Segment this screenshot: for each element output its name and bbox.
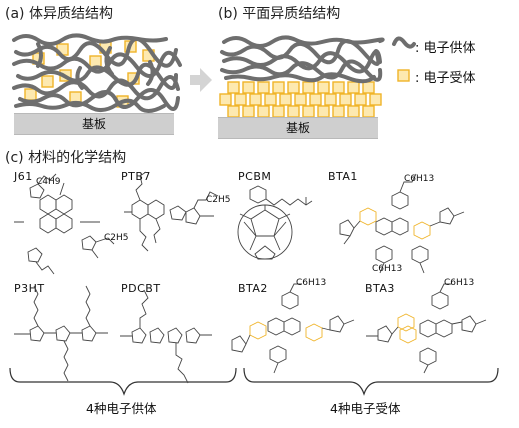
structure-pdcbt — [120, 289, 212, 384]
substituent-label: C6H13 — [404, 174, 435, 184]
molecule-label-ptb7: PTB7 — [121, 170, 151, 183]
structure-pcbm — [237, 185, 313, 260]
legend-donor-label: : 电子供体 — [415, 41, 476, 56]
bulk-polymer-chains — [12, 33, 182, 113]
substituent-label: C6H13 — [444, 278, 475, 288]
structure-p3ht — [14, 285, 108, 382]
planar-substrate: 基板 — [218, 117, 378, 139]
molecule-label-pcbm: PCBM — [238, 170, 272, 183]
molecule-label-pdcbt: PDCBT — [121, 282, 161, 295]
structure-bta1 — [339, 173, 465, 274]
arrow-icon — [190, 68, 212, 92]
panel-b-title: (b) 平面异质结结构 — [218, 6, 341, 22]
substituent-label: C6H13 — [372, 264, 403, 274]
substituent-label: C2H5 — [206, 195, 231, 205]
structure-ptb7 — [124, 171, 219, 252]
donor-brace — [9, 367, 237, 396]
molecule-label-bta1: BTA1 — [328, 170, 358, 183]
acceptor-group-label: 4种电子受体 — [330, 401, 401, 416]
legend-acceptor-label: : 电子受体 — [415, 71, 476, 86]
panel-c-title: (c) 材料的化学结构 — [5, 150, 127, 166]
substituent-label: C4H9 — [36, 177, 61, 187]
molecule-label-bta3: BTA3 — [365, 282, 395, 295]
acceptor-square-icon — [397, 69, 410, 82]
substituent-label: C2H5 — [104, 233, 129, 243]
substituent-label: C6H13 — [296, 278, 327, 288]
panel-a-title: (a) 体异质结结构 — [5, 6, 113, 22]
donor-group-label: 4种电子供体 — [86, 401, 157, 416]
structure-bta2 — [231, 283, 355, 374]
molecule-label-j61: J61 — [14, 170, 33, 183]
bulk-substrate: 基板 — [14, 113, 174, 135]
acceptor-brace — [243, 367, 499, 396]
structure-j61 — [14, 173, 115, 275]
donor-polymer-icon — [392, 36, 416, 49]
planar-polymer-layer — [220, 35, 385, 84]
acceptor-domain — [41, 75, 54, 88]
molecule-label-bta2: BTA2 — [238, 282, 268, 295]
structure-bta3 — [366, 283, 487, 374]
